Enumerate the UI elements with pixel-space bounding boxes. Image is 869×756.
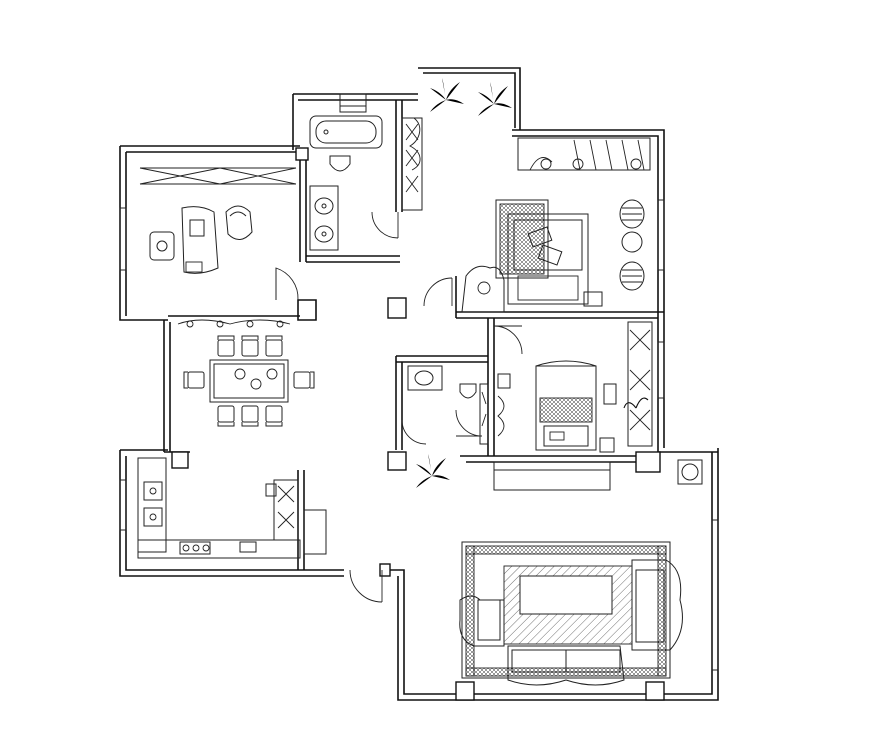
balcony-north-plants xyxy=(430,78,512,122)
balcony-planter xyxy=(401,117,423,211)
windows xyxy=(119,93,719,671)
doors xyxy=(275,211,523,603)
bathroom-1 xyxy=(309,115,383,251)
dining-room xyxy=(177,319,315,427)
corridor-plant xyxy=(416,454,450,494)
study xyxy=(139,167,297,274)
master-bedroom xyxy=(461,137,651,313)
kitchen xyxy=(137,457,327,559)
living-room xyxy=(459,459,703,686)
exterior-walls xyxy=(119,67,719,701)
bedroom-2-plant xyxy=(623,397,649,409)
bathroom-2 xyxy=(407,365,489,445)
bedroom-2 xyxy=(493,321,653,491)
